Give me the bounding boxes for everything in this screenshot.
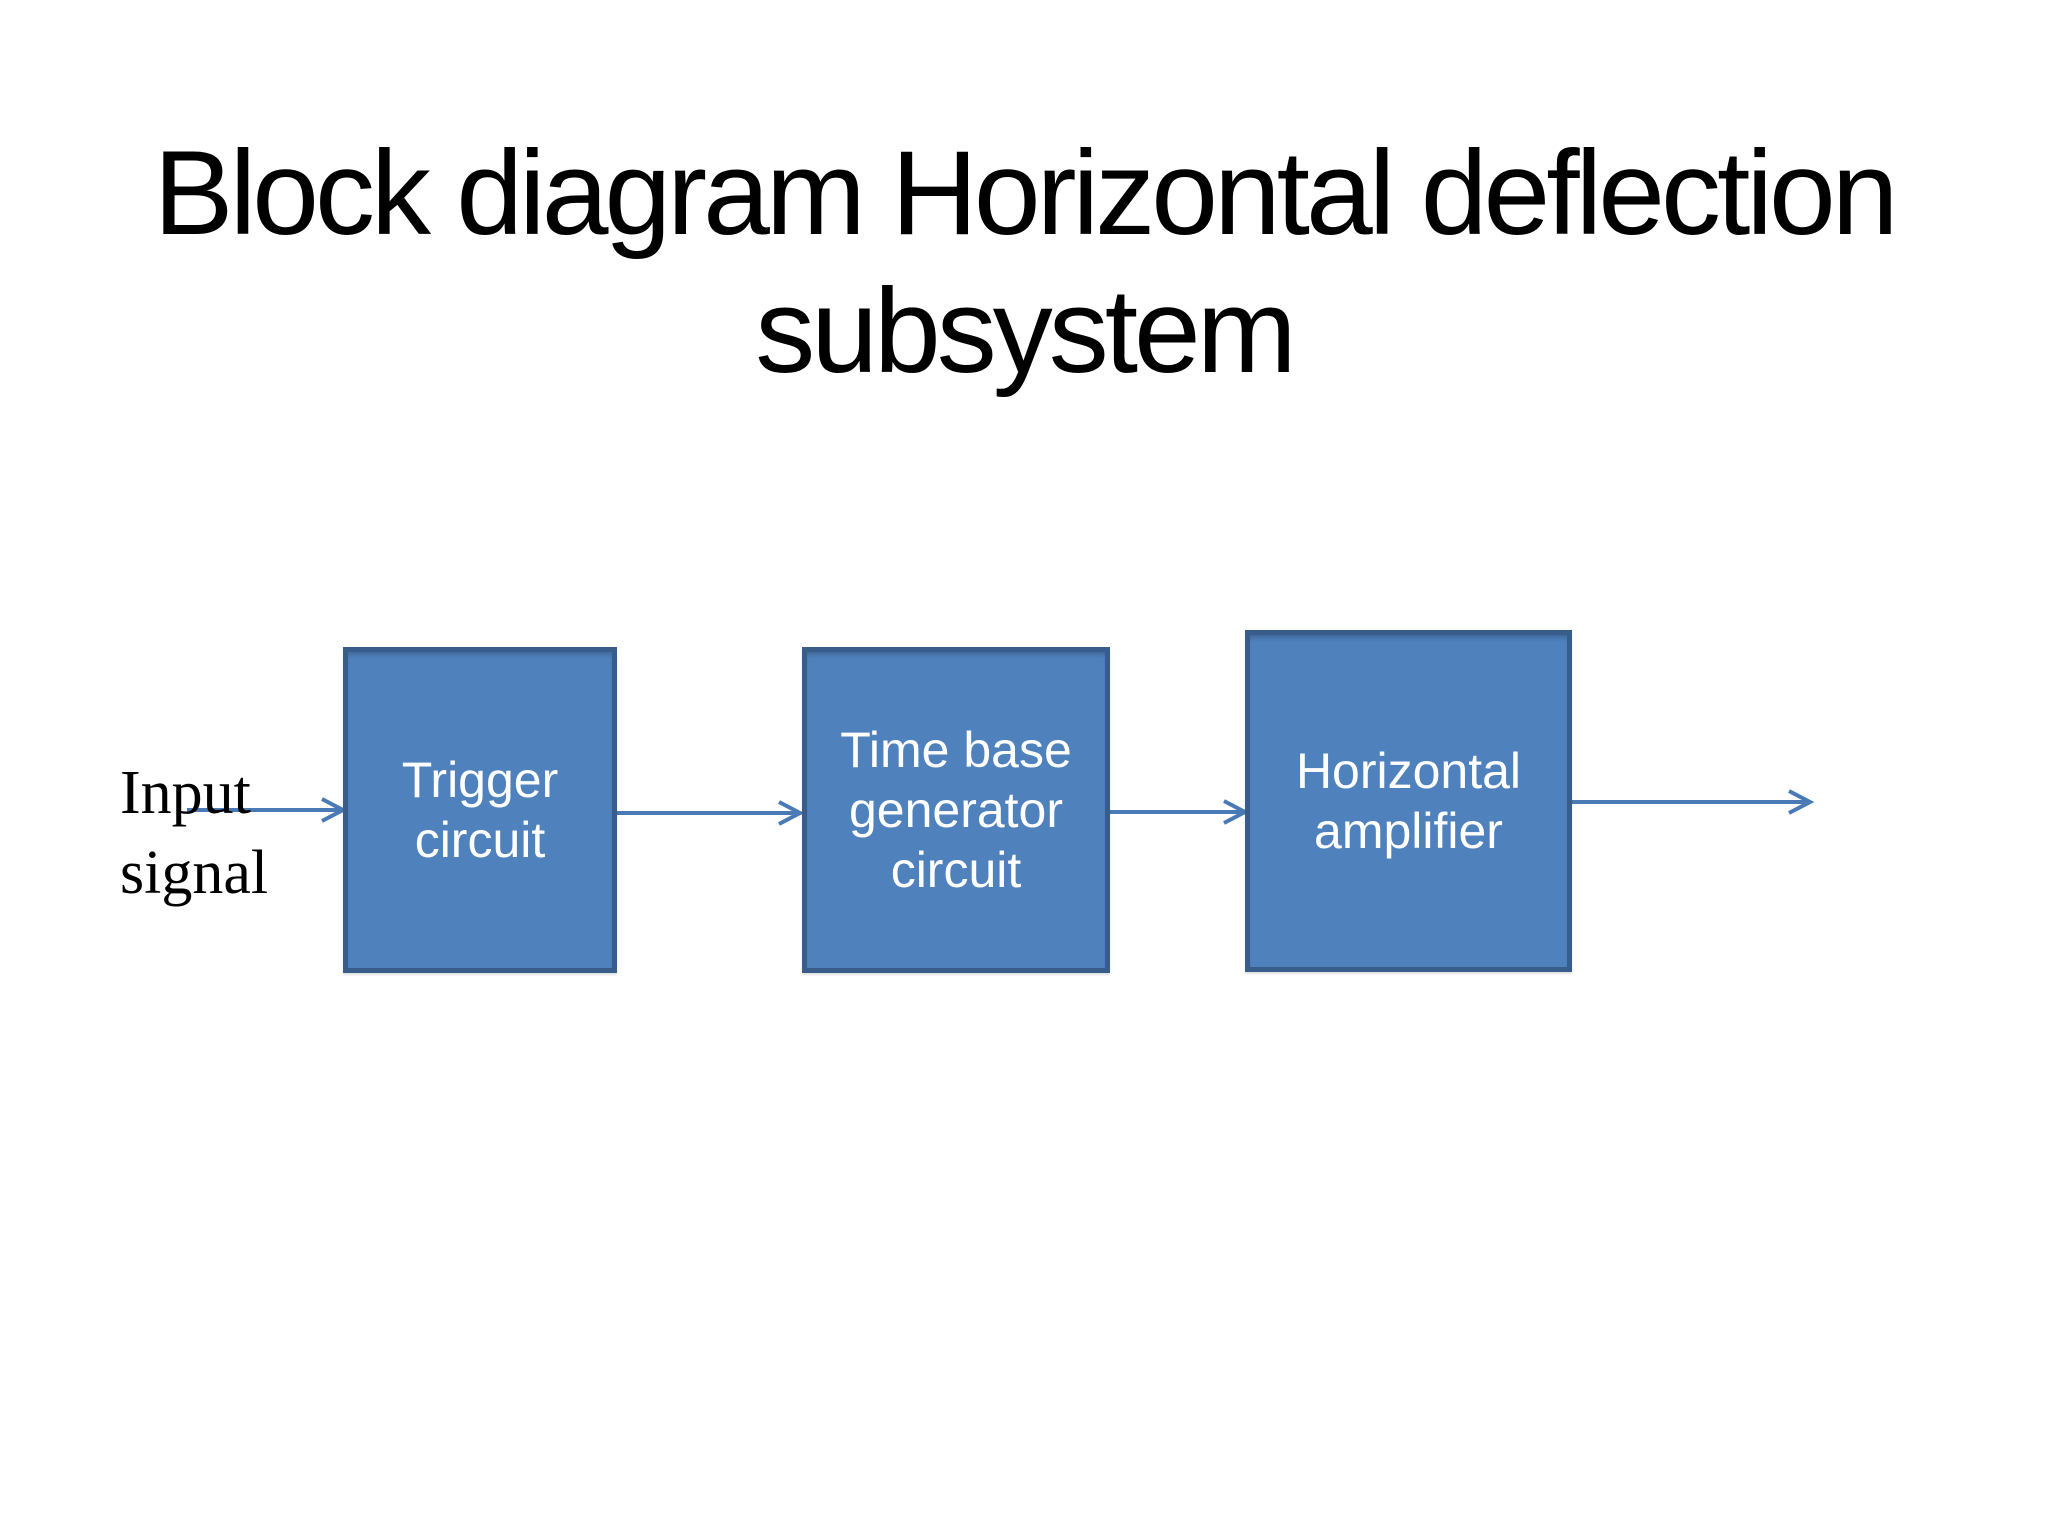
input-label-line-1: Input	[120, 759, 251, 827]
block-trigger-circuit-label: Trigger circuit	[401, 752, 559, 868]
slide-title: Block diagram Horizontal deflection subs…	[0, 124, 2048, 400]
block-time-base-generator-circuit: Time base generator circuit	[802, 647, 1110, 973]
title-line-2: subsystem	[755, 264, 1297, 399]
arrow-amplifier-output-icon	[1572, 789, 1815, 815]
input-signal-label: Input signal	[120, 753, 268, 913]
input-label-line-2: signal	[120, 839, 269, 907]
title-line-1: Block diagram Horizontal deflection	[153, 126, 1899, 261]
block-horizontal-amplifier-label: Horizontal amplifier	[1295, 743, 1522, 859]
block-horizontal-amplifier: Horizontal amplifier	[1245, 630, 1572, 972]
block-time-base-generator-circuit-label: Time base generator circuit	[840, 722, 1072, 898]
arrow-timebase-to-amplifier-icon	[1110, 799, 1250, 825]
arrow-trigger-to-timebase-icon	[617, 800, 805, 826]
block-trigger-circuit: Trigger circuit	[343, 647, 617, 973]
